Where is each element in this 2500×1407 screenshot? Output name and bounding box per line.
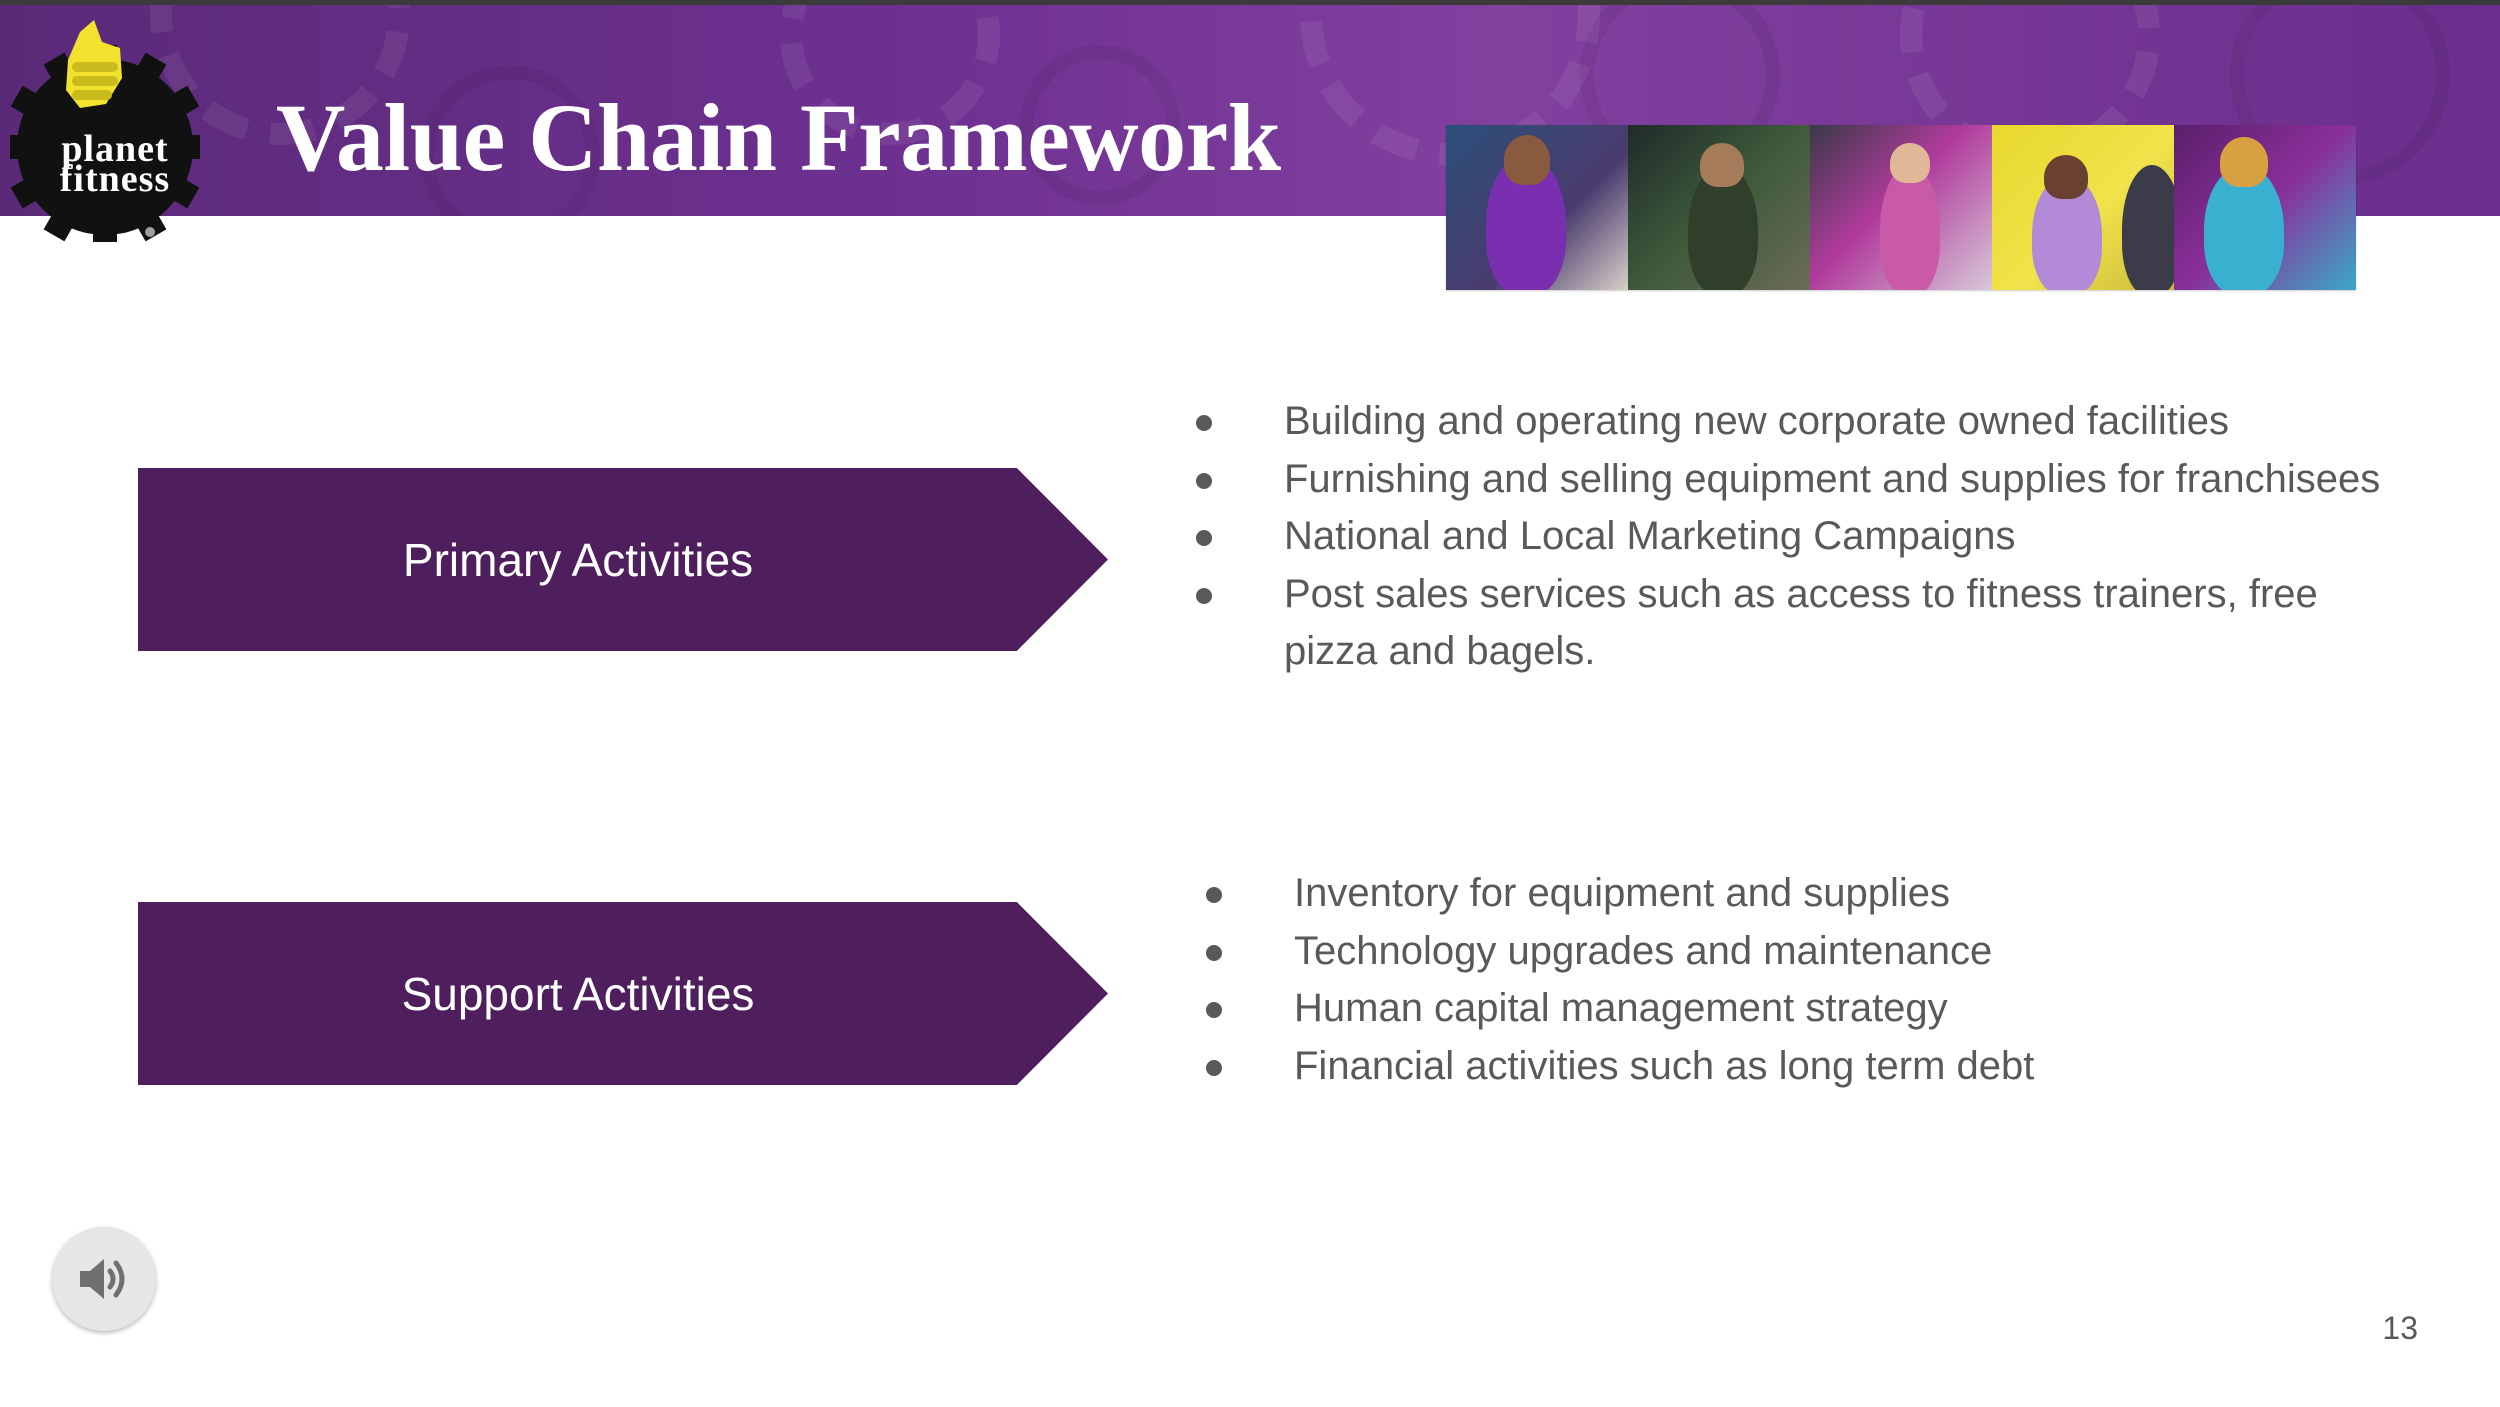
bullet-icon: [1196, 472, 1212, 489]
logo-gear-icon: [3, 20, 207, 249]
bullet-icon: [1206, 1059, 1222, 1076]
list-item-text: Inventory for equipment and supplies: [1294, 871, 1950, 915]
photo-gym-floor: [1628, 125, 1810, 290]
planet-fitness-logo: planet fitness: [3, 12, 207, 249]
support-activities-label: Support Activities: [401, 967, 755, 1020]
list-item: Post sales services such as access to fi…: [1196, 566, 2396, 681]
primary-activities-list: Building and operating new corporate own…: [1196, 393, 2396, 681]
list-item: Financial activities such as long term d…: [1206, 1038, 2406, 1096]
photo-cardio: [1810, 125, 1992, 290]
logo-line-planet: planet: [61, 128, 169, 170]
list-item-text: Building and operating new corporate own…: [1284, 399, 2230, 443]
photo-trainer: [1446, 125, 1628, 290]
bullet-icon: [1196, 415, 1212, 431]
slide-title: Value Chain Framework: [276, 84, 1281, 191]
primary-activities-arrow: Primary Activities: [138, 468, 1108, 651]
photo-equipment: [2174, 125, 2356, 290]
list-item: National and Local Marketing Campaigns: [1196, 508, 2396, 566]
list-item: Building and operating new corporate own…: [1196, 393, 2396, 451]
gym-photo-strip: [1446, 125, 2356, 290]
logo-text: planet fitness: [30, 128, 200, 200]
list-item-text: Human capital management strategy: [1294, 986, 1948, 1030]
bullet-icon: [1206, 887, 1222, 903]
primary-activities-label: Primary Activities: [402, 533, 754, 586]
list-item-text: Furnishing and selling equipment and sup…: [1284, 456, 2381, 501]
bullet-icon: [1206, 944, 1222, 961]
bullet-icon: [1196, 530, 1212, 546]
bullet-icon: [1196, 587, 1212, 604]
list-item: Human capital management strategy: [1206, 980, 2406, 1038]
speaker-icon: [80, 1259, 125, 1299]
bullet-icon: [1206, 1002, 1222, 1018]
list-item: Inventory for equipment and supplies: [1206, 865, 2406, 923]
support-activities-arrow: Support Activities: [138, 902, 1108, 1085]
photo-members: [1992, 125, 2174, 290]
list-item: Technology upgrades and maintenance: [1206, 923, 2406, 981]
list-item-text: Financial activities such as long term d…: [1294, 1043, 2035, 1088]
audio-play-button[interactable]: [52, 1227, 156, 1331]
support-activities-list: Inventory for equipment and supplies Tec…: [1206, 865, 2406, 1095]
list-item-text: National and Local Marketing Campaigns: [1284, 514, 2016, 558]
list-item-text: Technology upgrades and maintenance: [1294, 928, 1993, 973]
page-number: 13: [2382, 1310, 2418, 1346]
list-item-text: Post sales services such as access to fi…: [1284, 571, 2318, 674]
logo-line-fitness: fitness: [59, 158, 171, 200]
list-item: Furnishing and selling equipment and sup…: [1196, 451, 2396, 509]
